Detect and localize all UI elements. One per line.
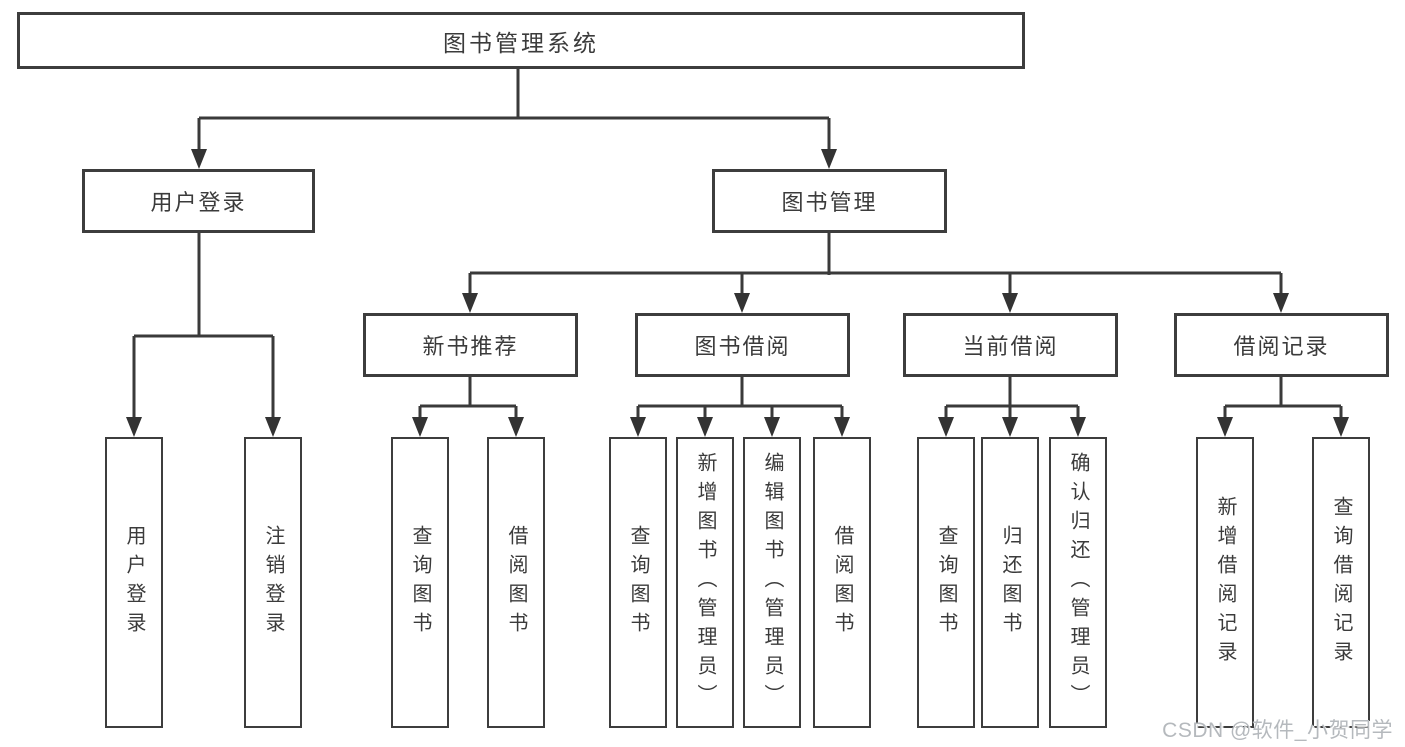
node-borrowing-records-label: 借阅记录	[1233, 334, 1330, 359]
node-library-system: 图书管理系统	[17, 12, 1025, 69]
leaf-user-login-label: 用户登录	[123, 524, 145, 641]
node-current-borrowing-label: 当前借阅	[962, 334, 1059, 359]
leaf-edit-book-admin-label: 编辑图书（管理员）	[761, 452, 783, 713]
leaf-borrow-books-recommend-label: 借阅图书	[505, 524, 527, 641]
node-user-login-label: 用户登录	[150, 190, 247, 215]
leaf-query-books-current: 查询图书	[917, 437, 975, 728]
connector-path	[132, 68, 1343, 419]
leaf-user-login: 用户登录	[105, 437, 163, 728]
leaf-add-borrow-record: 新增借阅记录	[1196, 437, 1254, 728]
node-new-book-recommend: 新书推荐	[363, 313, 578, 377]
leaf-logout: 注销登录	[244, 437, 302, 728]
leaf-confirm-return-admin-label: 确认归还（管理员）	[1067, 452, 1089, 713]
node-book-management-label: 图书管理	[781, 190, 878, 215]
leaf-query-books-recommend-label: 查询图书	[409, 524, 431, 641]
node-book-borrowing: 图书借阅	[635, 313, 850, 377]
leaf-add-book-admin-label: 新增图书（管理员）	[694, 452, 716, 713]
leaf-borrow-books-borrowing: 借阅图书	[813, 437, 871, 728]
leaf-logout-label: 注销登录	[262, 524, 284, 641]
leaf-query-books-current-label: 查询图书	[935, 524, 957, 641]
leaf-confirm-return-admin: 确认归还（管理员）	[1049, 437, 1107, 728]
leaf-query-books-borrowing-label: 查询图书	[627, 524, 649, 641]
node-book-management: 图书管理	[712, 169, 947, 233]
node-current-borrowing: 当前借阅	[903, 313, 1118, 377]
node-book-borrowing-label: 图书借阅	[694, 334, 791, 359]
leaf-query-borrow-record: 查询借阅记录	[1312, 437, 1370, 728]
node-user-login: 用户登录	[82, 169, 315, 233]
node-borrowing-records: 借阅记录	[1174, 313, 1389, 377]
arrowhead-icons	[126, 149, 1349, 437]
leaf-edit-book-admin: 编辑图书（管理员）	[743, 437, 801, 728]
leaf-query-books-borrowing: 查询图书	[609, 437, 667, 728]
leaf-add-book-admin: 新增图书（管理员）	[676, 437, 734, 728]
leaf-borrow-books-borrowing-label: 借阅图书	[831, 524, 853, 641]
leaf-return-book: 归还图书	[981, 437, 1039, 728]
leaf-return-book-label: 归还图书	[999, 524, 1021, 641]
leaf-borrow-books-recommend: 借阅图书	[487, 437, 545, 728]
leaf-query-borrow-record-label: 查询借阅记录	[1330, 495, 1352, 670]
node-new-book-recommend-label: 新书推荐	[422, 334, 519, 359]
node-library-system-label: 图书管理系统	[443, 29, 599, 56]
leaf-query-books-recommend: 查询图书	[391, 437, 449, 728]
leaf-add-borrow-record-label: 新增借阅记录	[1214, 495, 1236, 670]
